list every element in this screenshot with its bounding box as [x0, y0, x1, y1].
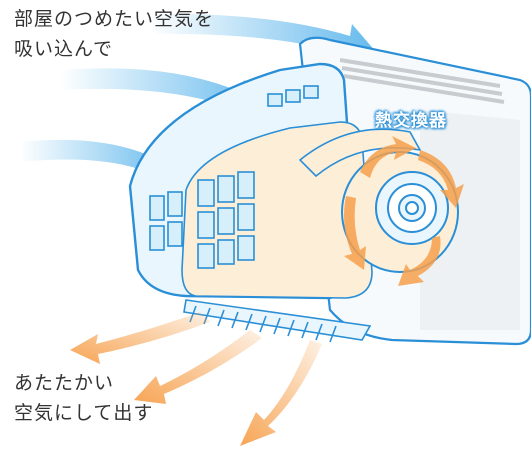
filter-cell [167, 191, 183, 217]
filter-cell [197, 179, 215, 207]
warm-air-arrow [240, 340, 322, 446]
filter-cell [197, 211, 215, 239]
warm-air-arrow [70, 312, 210, 364]
filter-cell [167, 221, 183, 247]
filter-cell [197, 243, 215, 269]
intake-caption-line2: 吸い込んで [14, 38, 114, 60]
heat-exchanger-label: 熱交換器 [375, 111, 447, 131]
exhaust-caption-line1: あたたかい [14, 372, 115, 394]
intake-caption-line1: 部屋のつめたい空気を [14, 8, 215, 30]
filter-cell [149, 225, 165, 251]
warm-air-exhaust-arrows [70, 312, 322, 446]
housing-side-panel [420, 110, 520, 330]
filter-cell [149, 195, 165, 221]
warm-circulation-arrow [398, 236, 441, 286]
filter-cell [237, 235, 255, 261]
exhaust-caption: あたたかい 空気にして出す [14, 368, 153, 428]
filter-cell [267, 93, 283, 107]
fan [341, 151, 459, 273]
cold-air-arrow [150, 13, 376, 67]
warm-circulation-arrow [344, 196, 366, 270]
exhaust-caption-line2: 空気にして出す [14, 402, 154, 424]
filter-cell [237, 203, 255, 231]
filter-cell [217, 175, 235, 203]
cold-air-arrow [20, 139, 176, 182]
warm-circulation-arrows [344, 136, 464, 286]
heat-exchanger-fins [298, 128, 422, 178]
cold-air-intake-arrows [20, 13, 376, 182]
warm-circulation-arrow [418, 150, 464, 208]
filter-cell [217, 207, 235, 235]
louver-slats [183, 299, 372, 343]
housing-top-vents [339, 58, 505, 104]
filter-grid [149, 85, 319, 269]
cold-air-arrow [60, 68, 268, 122]
filter-cell [237, 171, 255, 199]
intake-caption: 部屋のつめたい空気を 吸い込んで [14, 4, 214, 64]
fan-hub [405, 201, 419, 215]
filter-cell [217, 239, 235, 265]
filter-cell [285, 89, 301, 103]
warm-circulation-arrow [360, 136, 416, 178]
warm-air-arrow [134, 330, 262, 404]
filter-cell [303, 85, 319, 99]
